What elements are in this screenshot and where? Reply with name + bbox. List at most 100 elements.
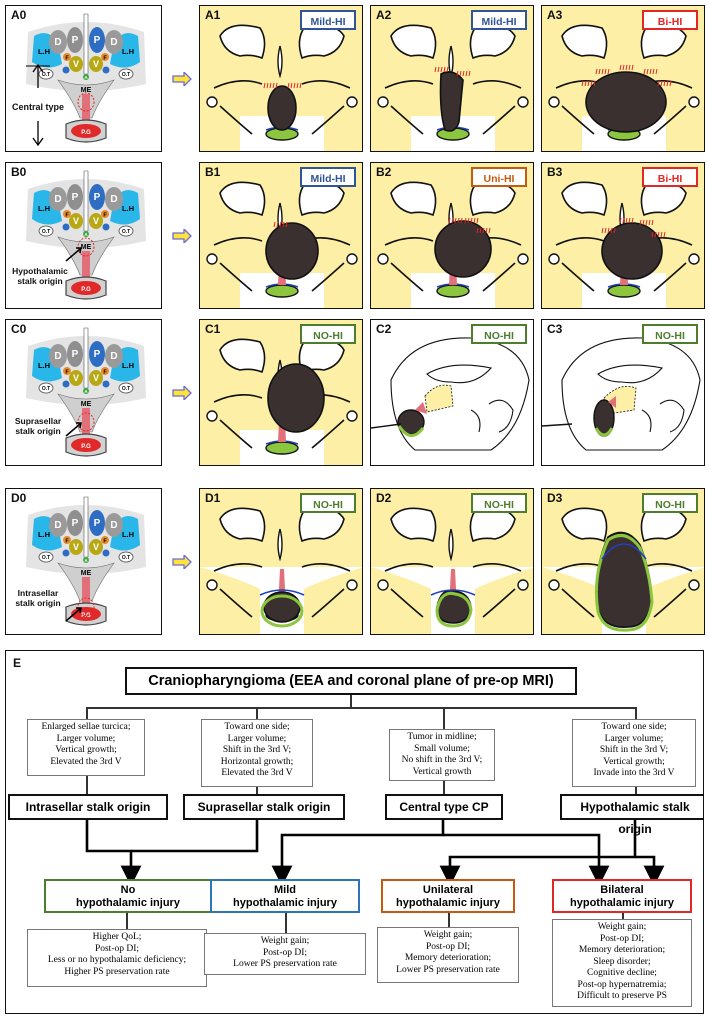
outcome-line: Post-op hypernatremia;: [577, 979, 667, 990]
carotid-right: [346, 410, 358, 422]
hypothalamic-infiltration: [628, 64, 631, 71]
lateral-ventricle-left: [219, 338, 266, 374]
sella-wall-left: [561, 588, 595, 618]
label-p: P: [94, 518, 101, 529]
hypothalamic-infiltration: [631, 217, 634, 224]
tumor-capsule: [594, 534, 654, 632]
panel-label: C3: [547, 322, 563, 336]
optic-tract: [118, 225, 134, 237]
label-d: D: [110, 194, 117, 205]
coronal-illustration: [371, 489, 533, 634]
sella-wall-left: [561, 262, 595, 292]
panel-label: D0: [11, 491, 27, 505]
connector: [443, 781, 445, 794]
outcome-line: Lower PS preservation rate: [396, 964, 500, 975]
hypothalamic-infiltration: [622, 217, 625, 224]
sagittal-illustration: [542, 337, 701, 451]
injury-badge: NO-HI: [471, 493, 527, 513]
hypothalamic-infiltration: [269, 82, 272, 89]
nucleus-a: [83, 557, 89, 563]
tumor: [267, 85, 297, 131]
label-me: ME: [81, 570, 92, 577]
label-lh: L.H: [38, 361, 50, 370]
hypothalamic-infiltration: [598, 68, 601, 75]
outcome-line: Memory deterioration;: [404, 953, 492, 963]
feature-line: Elevated the 3rd V: [221, 768, 293, 778]
hypothalamic-infiltration: [663, 231, 666, 238]
outcome-line: Weight gain;: [423, 930, 473, 940]
hypothalamic-infiltration: [652, 68, 655, 75]
optic-structure-right: [472, 80, 522, 89]
carotid-right: [517, 253, 529, 265]
hypothalamic-infiltration: [296, 82, 299, 89]
nucleus-f: [101, 53, 109, 61]
panel-b3: B3 Bi-HI: [541, 162, 705, 309]
panel-d1: D1 NO-HI: [199, 488, 363, 635]
optic-structure-left: [384, 563, 434, 572]
nucleus-v: [89, 56, 103, 72]
injury-badge: NO-HI: [300, 493, 356, 513]
pituitary-stalk: [82, 94, 90, 124]
tumor-capsule: [594, 427, 614, 437]
arrow-suprasellar-to-no-injury: [131, 820, 259, 853]
hypothalamic-infiltration: [660, 80, 663, 87]
hypothalamic-infiltration: [488, 227, 491, 234]
nucleus-v: [69, 370, 83, 386]
sella-wall-right: [653, 105, 687, 135]
origin-marker: [77, 237, 95, 257]
panel-a1: A1 Mild-HI: [199, 5, 363, 152]
hypothalamic-infiltration: [663, 80, 666, 87]
panel-label: D3: [547, 491, 563, 505]
feature-line: Tumor in midline;: [407, 732, 477, 742]
tumor: [434, 220, 492, 278]
hypothalamic-infiltration: [485, 227, 488, 234]
coronal-illustration: [371, 163, 533, 308]
hypothalamic-infiltration: [287, 82, 290, 89]
injury-line-2: hypothalamic injury: [233, 897, 337, 909]
sellar-floor-line: [371, 423, 402, 429]
sella-wall-left: [561, 105, 595, 135]
outcome-line: Memory deterioration;: [578, 945, 666, 955]
label-v: V: [93, 59, 99, 69]
hypothalamic-infiltration: [642, 219, 645, 226]
nucleus-p: [89, 27, 105, 53]
injury-none: No hypothalamic injury: [44, 879, 212, 913]
nucleus-v: [89, 213, 103, 229]
right-arrow-icon: [172, 72, 192, 86]
nucleus-p: [67, 27, 83, 53]
label-me: ME: [81, 87, 92, 94]
optic-tract: [118, 551, 134, 563]
outcome-line: Post-op DI;: [599, 933, 645, 944]
nucleus-p: [89, 510, 105, 536]
nucleus-f: [101, 536, 109, 544]
connector: [448, 913, 450, 927]
caption-intrasellar-stalk-origin: Intrasellar stalk origin: [15, 588, 61, 608]
label-me: ME: [81, 401, 92, 408]
hypothalamic-infiltration: [651, 231, 654, 238]
sella-wall-left: [390, 105, 424, 135]
outcome-none: Higher QoL; Post-op DI; Less or no hypot…: [27, 929, 207, 987]
panel-label: A3: [547, 8, 563, 22]
label-p: P: [94, 349, 101, 360]
optic-structure-left: [213, 237, 263, 246]
hypothalamic-infiltration: [465, 70, 468, 77]
brainstem: [659, 399, 685, 433]
outcome-line: Post-op DI;: [94, 943, 140, 954]
label-ot: O.T: [122, 229, 130, 235]
connector: [635, 707, 637, 719]
injury-badge: NO-HI: [642, 324, 698, 344]
injury-badge: Mild-HI: [300, 10, 356, 30]
nucleus-d: [49, 344, 67, 368]
right-arrow-icon: [172, 386, 192, 400]
nucleus-p: [89, 341, 105, 367]
injury-line-2: hypothalamic injury: [396, 897, 500, 909]
sella-wall-left: [390, 588, 424, 618]
brain-tissue: [542, 116, 582, 151]
pituitary-gland: [265, 441, 299, 455]
brain-outline: [390, 337, 530, 451]
label-d: D: [110, 520, 117, 531]
injury-line-1: Bilateral: [600, 884, 644, 896]
nucleus-a: [83, 388, 89, 394]
third-ventricle: [277, 45, 283, 79]
